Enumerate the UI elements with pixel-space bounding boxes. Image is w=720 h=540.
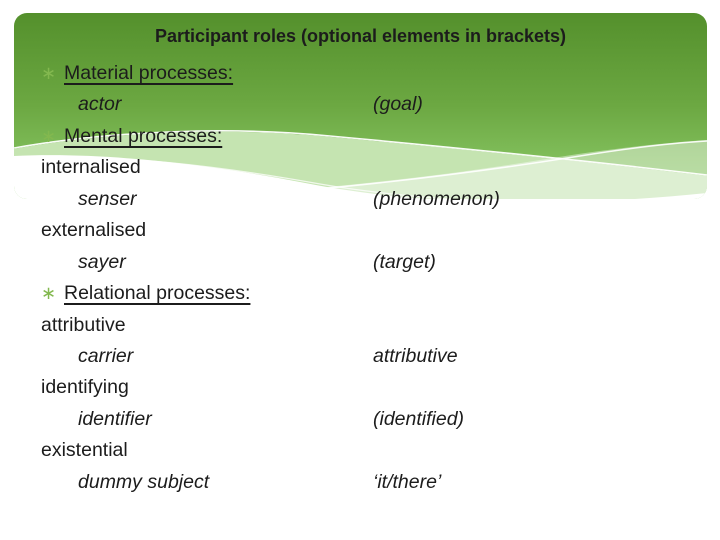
list-row: attributive <box>0 314 720 345</box>
row-right-text: ‘it/there’ <box>373 470 442 493</box>
row-left-text: Mental processes: <box>64 124 223 147</box>
row-right-text: (phenomenon) <box>373 187 500 210</box>
list-row: carrier attributive <box>0 345 720 376</box>
row-left-text: internalised <box>41 156 141 179</box>
row-left-text: actor <box>78 93 122 116</box>
row-left-text: Relational processes: <box>64 282 251 305</box>
row-left-text: senser <box>78 187 137 210</box>
slide-title: Participant roles (optional elements in … <box>154 26 567 46</box>
list-row: existential <box>0 439 720 470</box>
list-row: ∗ Material processes: <box>0 62 720 93</box>
list-row: internalised <box>0 156 720 187</box>
list-row: senser (phenomenon) <box>0 188 720 219</box>
row-right-text: (target) <box>373 250 436 273</box>
row-left-text: identifier <box>78 407 152 430</box>
list-row: externalised <box>0 219 720 250</box>
list-row: ∗ Relational processes: <box>0 282 720 313</box>
row-left-text: attributive <box>41 313 126 336</box>
row-left-text: Material processes: <box>64 62 234 84</box>
row-left-text: carrier <box>78 344 134 367</box>
row-left-text: sayer <box>78 250 126 273</box>
asterisk-bullet-icon: ∗ <box>41 63 57 83</box>
content-list: ∗ Material processes: actor (goal) ∗ Mental p… <box>0 62 720 502</box>
list-row: dummy subject ‘it/there’ <box>0 471 720 502</box>
row-left-text: existential <box>41 439 128 462</box>
list-row: ∗ Mental processes: <box>0 125 720 156</box>
list-row: sayer (target) <box>0 251 720 282</box>
row-left-text: externalised <box>41 219 147 242</box>
asterisk-bullet-icon: ∗ <box>41 125 57 146</box>
asterisk-bullet-icon: ∗ <box>41 283 57 304</box>
row-left-text: dummy subject <box>78 470 210 493</box>
row-left-text: identifying <box>41 376 129 399</box>
list-row: identifier (identified) <box>0 408 720 439</box>
list-row: actor (goal) <box>0 93 720 124</box>
list-row: identifying <box>0 376 720 407</box>
row-right-text: (identified) <box>373 407 465 430</box>
row-right-text: attributive <box>373 344 458 367</box>
row-right-text: (goal) <box>373 93 423 116</box>
